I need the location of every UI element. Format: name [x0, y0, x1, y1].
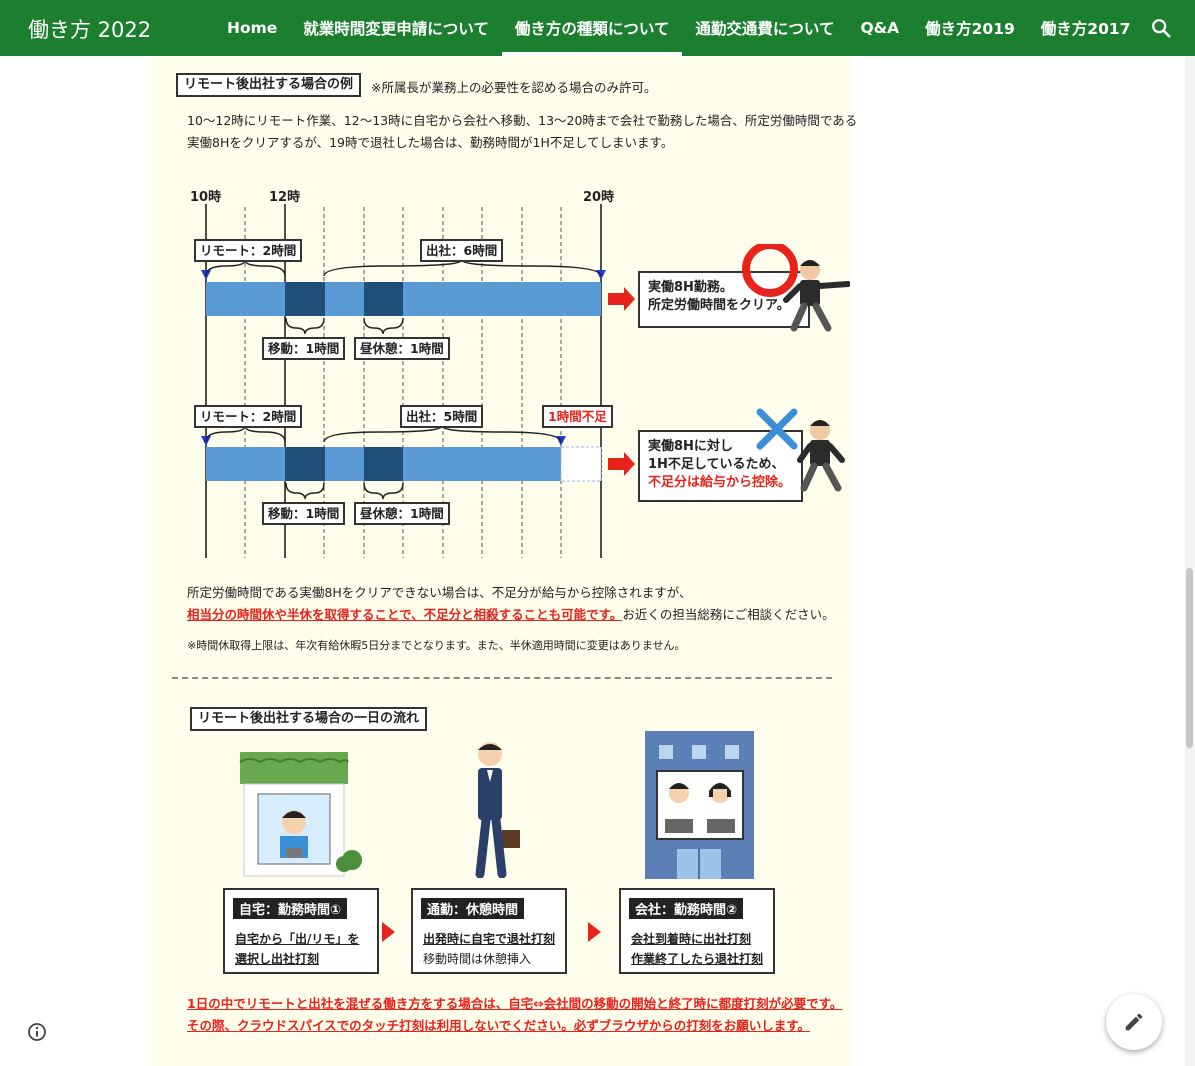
row1-office-label: 出社：6時間 [420, 239, 504, 262]
nav-item-commute-expenses[interactable]: 通勤交通費について [695, 20, 835, 38]
flow-step-office-head: 会社：勤務時間② [629, 898, 744, 919]
row2-break-block [364, 447, 403, 481]
flow-step-home-line2: 選択し出社打刻 [235, 952, 320, 966]
nav-item-work-hours-change[interactable]: 就業時間変更申請について [303, 20, 489, 38]
example-desc-line2: 実働8Hをクリアするが、19時で退社した場合は、勤務時間が1H不足してしまいます… [187, 135, 674, 150]
row2-shortage-block [560, 446, 602, 482]
row1-break-block [364, 282, 403, 316]
commuter-illustration [475, 742, 520, 878]
flow-arrow-icon [588, 922, 601, 942]
after-line2-rest: お近くの担当総務にご相談ください。 [622, 607, 835, 622]
nav-item-work-styles[interactable]: 働き方の種類について [501, 0, 683, 56]
home-illustration [239, 752, 362, 877]
row2-shortage-label: 1時間不足 [542, 405, 613, 428]
flow-step-office: 会社：勤務時間② 会社到着時に出社打刻 作業終了したら退社打刻 [619, 888, 775, 974]
flow-step-commute-head: 通勤：休憩時間 [421, 898, 525, 919]
flow-step-office-line2: 作業終了したら退社打刻 [631, 952, 764, 966]
nav-item-2019[interactable]: 働き方2019 [925, 20, 1015, 38]
hour-label-10: 10時 [190, 190, 222, 205]
ok-person-illustration [742, 244, 850, 332]
scrollbar-thumb[interactable] [1186, 568, 1193, 748]
nav-item-2017[interactable]: 働き方2017 [1040, 20, 1131, 38]
row2-move-brace [285, 482, 325, 500]
after-line2-red: 相当分の時間休や半休を取得することで、不足分と相殺することも可能です。 [187, 607, 623, 622]
result-ng-box: 実働8Hに対し 1H不足しているため、 不足分は給与から控除。 [638, 430, 803, 502]
row2-result-arrow [608, 452, 635, 476]
edit-fab-button[interactable] [1106, 994, 1162, 1050]
section-divider [172, 677, 832, 679]
hour-axis-lines [205, 204, 602, 558]
row2-break-label: 昼休憩：1時間 [354, 502, 450, 525]
nav-item-qa[interactable]: Q&A [860, 19, 900, 37]
row2-office-label: 出社：5時間 [400, 405, 484, 428]
result-ng-line2: 1H不足しているため、 [648, 457, 785, 472]
top-app-bar: 働き方 2022 Home 就業時間変更申請について 働き方の種類について 通勤… [0, 0, 1195, 56]
row1-break-label: 昼休憩：1時間 [354, 337, 450, 360]
row1-move-brace [285, 317, 325, 335]
row2-move-label: 移動：1時間 [262, 502, 346, 525]
after-note: ※時間休取得上限は、年次有給休暇5日分までとなります。また、半休適用時間に変更は… [187, 639, 686, 652]
flow-step-commute-line2: 移動時間は休憩挿入 [423, 952, 532, 966]
hour-label-20: 20時 [583, 190, 615, 205]
row2-break-brace [363, 482, 404, 500]
nav-item-home[interactable]: Home [227, 19, 278, 37]
flow-step-home-head: 自宅：勤務時間① [233, 898, 348, 919]
row1-office-brace [323, 259, 602, 277]
site-title[interactable]: 働き方 2022 [28, 18, 152, 42]
flow-bottom-line1: 1日の中でリモートと出社を混ぜる働き方をする場合は、自宅⇔会社間の移動の開始と終… [187, 996, 843, 1011]
info-icon[interactable] [27, 1022, 47, 1042]
main-nav: Home 就業時間変更申請について 働き方の種類について 通勤交通費について Q… [214, 0, 1143, 56]
row2-move-block [285, 447, 325, 481]
row1-move-block [285, 282, 325, 316]
ng-person-illustration [756, 408, 845, 492]
flow-step-commute: 通勤：休憩時間 出発時に自宅で退社打刻 移動時間は休憩挿入 [411, 888, 567, 974]
row1-result-arrow [608, 287, 635, 311]
flow-heading: リモート後出社する場合の一日の流れ [190, 707, 428, 731]
pencil-icon [1125, 1013, 1143, 1031]
search-icon[interactable] [1150, 17, 1172, 39]
row1-remote-label: リモート：2時間 [194, 239, 303, 262]
flow-step-home-line1: 自宅から「出/リモ」を [235, 932, 360, 946]
row1-break-brace [363, 317, 404, 335]
result-ok-box: 実働8H勤務。 所定労働時間をクリア。 [638, 271, 810, 328]
flow-arrow-icon [382, 922, 395, 942]
example-heading: リモート後出社する場合の例 [176, 73, 362, 97]
example-heading-note: ※所属長が業務上の必要性を認める場合のみ許可。 [371, 80, 657, 95]
flow-bottom-line2: その際、クラウドスパイスでのタッチ打刻は利用しないでください。必ずブラウザからの… [187, 1018, 811, 1033]
row1-work-bar [206, 282, 601, 316]
flow-step-office-line1: 会社到着時に出社打刻 [631, 932, 752, 946]
result-ng-line1: 実働8Hに対し [648, 439, 733, 454]
flow-step-home: 自宅：勤務時間① 自宅から「出/リモ」を 選択し出社打刻 [223, 888, 379, 974]
row1-move-label: 移動：1時間 [262, 337, 346, 360]
timeline-diagram [201, 204, 635, 558]
result-ng-line3: 不足分は給与から控除。 [648, 475, 792, 490]
example-desc-line1: 10〜12時にリモート作業、12〜13時に自宅から会社へ移動、13〜20時まで会… [187, 113, 858, 128]
after-line2: 相当分の時間休や半休を取得することで、不足分と相殺することも可能です。お近くの担… [187, 604, 835, 626]
scrollbar[interactable] [1185, 56, 1195, 1066]
result-ok-line2: 所定労働時間をクリア。 [648, 298, 790, 313]
after-line1: 所定労働時間である実働8Hをクリアできない場合は、不足分が給与から控除されますが… [187, 585, 692, 600]
row2-remote-label: リモート：2時間 [194, 405, 303, 428]
office-illustration [645, 731, 754, 879]
result-ok-line1: 実働8H勤務。 [648, 280, 733, 295]
flow-step-commute-line1: 出発時に自宅で退社打刻 [423, 932, 556, 946]
hour-label-12: 12時 [269, 190, 301, 205]
